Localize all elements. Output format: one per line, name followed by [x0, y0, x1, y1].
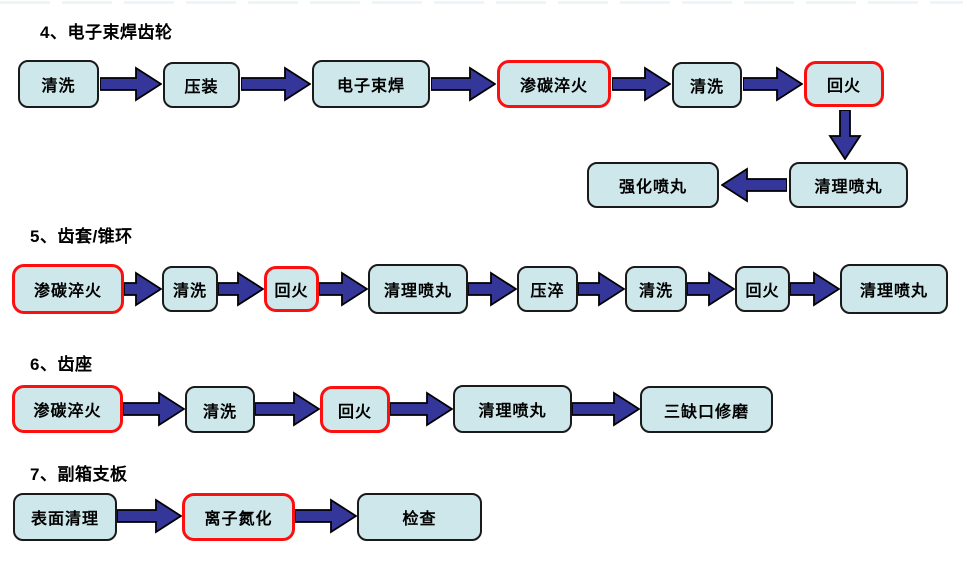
flow-arrow-right-icon — [578, 271, 625, 307]
flow-arrow-right-icon — [572, 391, 640, 427]
flow-arrow-right-icon — [431, 66, 496, 102]
flow-arrow-right-icon — [743, 66, 803, 102]
flow-arrow-right-icon — [468, 271, 517, 307]
process-step-box: 清洗 — [185, 386, 255, 433]
process-step-box: 离子氮化 — [182, 493, 295, 541]
section-heading-electron-beam-welded-gear: 4、电子束焊齿轮 — [40, 23, 173, 42]
process-step-box: 清理喷丸 — [368, 264, 468, 314]
flow-arrow-right-icon — [123, 391, 185, 427]
flow-arrow-right-icon — [687, 271, 735, 307]
flow-arrow-down-icon — [828, 110, 862, 160]
process-step-box: 清理喷丸 — [840, 264, 948, 314]
flow-arrow-left-icon — [721, 167, 787, 203]
flow-arrow-right-icon — [100, 66, 162, 102]
process-step-box: 清洗 — [162, 266, 218, 312]
process-step-box: 回火 — [804, 61, 884, 107]
process-step-box: 渗碳淬火 — [497, 60, 611, 108]
process-step-box: 渗碳淬火 — [12, 264, 124, 314]
flow-arrow-right-icon — [255, 391, 320, 427]
process-step-box: 清洗 — [18, 60, 99, 108]
section-heading-gear-sleeve-cone-ring: 5、齿套/锥环 — [30, 227, 133, 246]
flow-arrow-right-icon — [241, 66, 311, 102]
flow-arrow-right-icon — [390, 391, 453, 427]
flow-arrow-right-icon — [612, 66, 671, 102]
section-heading-auxiliary-box-support-plate: 7、副箱支板 — [30, 465, 128, 484]
process-step-box: 回火 — [264, 266, 319, 312]
process-step-box: 压装 — [163, 62, 240, 108]
flow-arrow-right-icon — [117, 498, 182, 534]
process-step-box: 回火 — [320, 386, 390, 433]
process-step-box: 三缺口修磨 — [640, 386, 773, 433]
process-step-box: 清洗 — [672, 62, 742, 108]
flow-arrow-right-icon — [124, 271, 162, 307]
process-step-box: 强化喷丸 — [587, 162, 719, 208]
process-step-box: 检查 — [357, 493, 482, 541]
flow-arrow-right-icon — [319, 271, 368, 307]
flow-arrow-right-icon — [218, 271, 264, 307]
process-step-box: 渗碳淬火 — [12, 385, 123, 433]
process-step-box: 回火 — [735, 266, 790, 312]
process-step-box: 清理喷丸 — [789, 162, 908, 208]
flow-arrow-right-icon — [295, 498, 357, 534]
flow-arrow-right-icon — [790, 271, 840, 307]
top-edge-strip — [0, 1, 963, 4]
process-step-box: 压淬 — [517, 266, 578, 312]
process-step-box: 表面清理 — [13, 493, 117, 541]
process-step-box: 电子束焊 — [312, 60, 430, 108]
section-heading-gear-seat: 6、齿座 — [30, 355, 93, 374]
process-step-box: 清洗 — [625, 266, 687, 312]
process-step-box: 清理喷丸 — [453, 385, 572, 433]
